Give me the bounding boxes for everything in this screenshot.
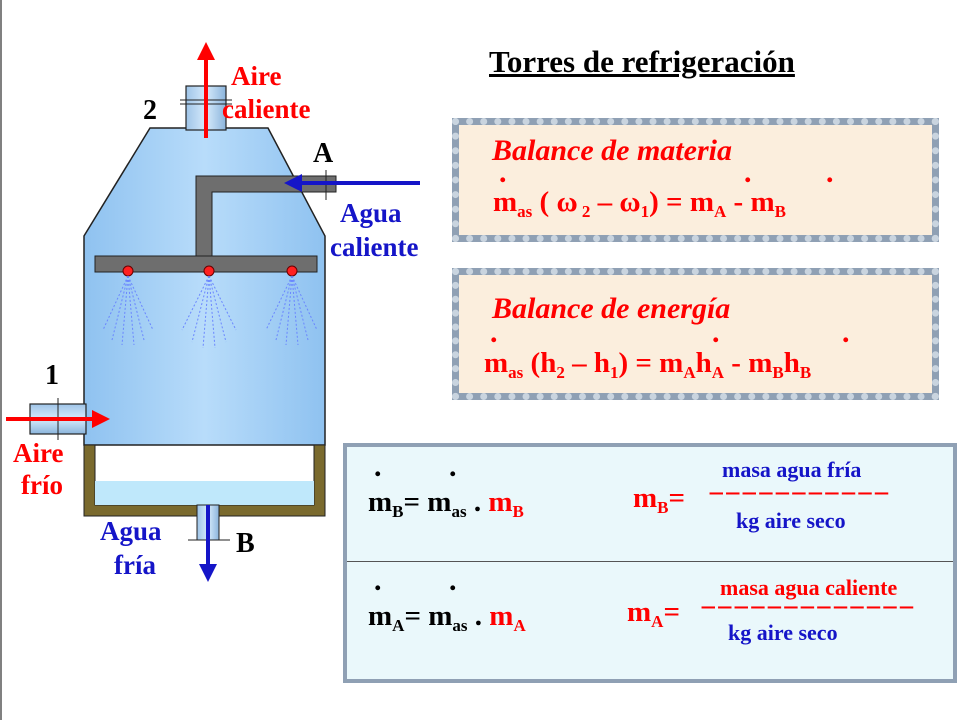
energy-balance-box bbox=[452, 268, 939, 400]
cold-air-label-line2: frío bbox=[21, 470, 63, 500]
mass-balance-box bbox=[452, 118, 939, 242]
mass-balance-heading: Balance de materia bbox=[492, 134, 732, 167]
row1-flow-equation: mB= mas . mB bbox=[368, 486, 524, 521]
flow-rate-dot: . bbox=[499, 156, 507, 189]
panel-divider bbox=[347, 561, 953, 562]
row1-numerator: masa agua fría bbox=[722, 457, 862, 482]
mass-balance-equation: mas ( ω 2 – ω1) = mA - mB bbox=[493, 186, 786, 221]
hot-air-label-line1: Aire bbox=[231, 61, 282, 91]
station-2-label: 2 bbox=[143, 95, 157, 126]
station-A-label: A bbox=[313, 138, 334, 169]
flow-rate-dot: . bbox=[826, 156, 834, 189]
hot-air-arrow bbox=[197, 42, 215, 138]
row2-definition-lhs: mA= bbox=[627, 596, 680, 631]
flow-rate-dot: . bbox=[744, 156, 752, 189]
energy-balance-equation: mas (h2 – h1) = mAhA - mBhB bbox=[484, 347, 812, 382]
flow-rate-dot: . bbox=[490, 316, 498, 349]
station-B-label: B bbox=[236, 528, 255, 559]
flow-rate-dot: . bbox=[842, 316, 850, 349]
cold-water-label-line2: fría bbox=[114, 550, 156, 580]
hot-water-label-line1: Agua bbox=[340, 198, 402, 228]
cold-water-label-line1: Agua bbox=[100, 516, 162, 546]
flow-rate-dot: . bbox=[374, 450, 382, 483]
station-1-label: 1 bbox=[45, 360, 59, 391]
row2-denominator: kg aire seco bbox=[728, 620, 838, 645]
row2-numerator: masa agua caliente bbox=[720, 575, 898, 600]
spray-nozzle bbox=[203, 265, 215, 277]
page-title: Torres de refrigeración bbox=[489, 44, 795, 79]
hot-air-label-line2: caliente bbox=[222, 94, 311, 124]
flow-rate-dot: . bbox=[449, 564, 457, 597]
cold-air-label-line1: Aire bbox=[13, 438, 64, 468]
water-spray bbox=[102, 275, 318, 349]
row2-fraction-line: −−−−−−−−−−−−− bbox=[700, 592, 915, 624]
row2-flow-equation: mA= mas . mA bbox=[368, 600, 526, 635]
hot-water-label-line2: caliente bbox=[330, 232, 419, 262]
flow-rate-dot: . bbox=[449, 450, 457, 483]
energy-balance-heading: Balance de energía bbox=[492, 292, 731, 325]
hot-water-arrow bbox=[284, 174, 420, 192]
row1-fraction-line: −−−−−−−−−−− bbox=[708, 478, 890, 510]
cold-water-pool bbox=[95, 481, 314, 505]
flow-rate-dot: . bbox=[712, 316, 720, 349]
cold-water-arrow bbox=[199, 505, 217, 582]
water-basin bbox=[83, 444, 326, 517]
definitions-panel bbox=[343, 443, 957, 683]
flow-rate-dot: . bbox=[374, 564, 382, 597]
cold-air-arrow bbox=[6, 410, 110, 428]
spray-nozzle bbox=[286, 265, 298, 277]
row1-definition-lhs: mB= bbox=[633, 482, 686, 517]
spray-nozzle bbox=[122, 265, 134, 277]
row1-denominator: kg aire seco bbox=[736, 508, 846, 533]
